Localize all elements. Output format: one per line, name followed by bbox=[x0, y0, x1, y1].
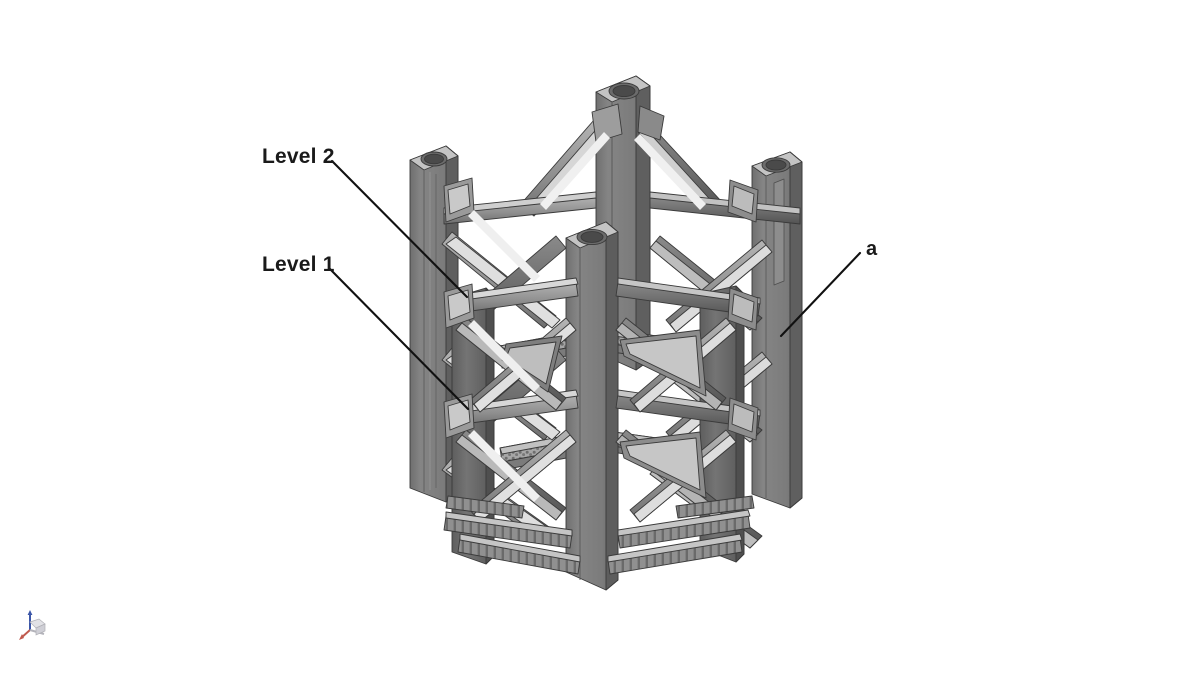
tower-geometry bbox=[409, 75, 803, 591]
coordinate-axis-triad bbox=[19, 610, 46, 640]
node-gussets bbox=[501, 329, 707, 499]
base-ring-beams bbox=[443, 495, 755, 575]
leg-back-right bbox=[751, 151, 803, 509]
tension-rods bbox=[468, 132, 706, 502]
leader-line-level-1 bbox=[327, 266, 470, 411]
axis-x-arrow bbox=[19, 634, 24, 640]
annotation-label-level-2: Level 2 bbox=[262, 145, 335, 168]
annotation-leaders bbox=[327, 159, 862, 411]
axis-origin-block-side bbox=[35, 623, 46, 636]
annotation-label-level-1: Level 1 bbox=[262, 253, 335, 276]
leader-line-a bbox=[779, 251, 862, 338]
axis-z-arrow bbox=[27, 610, 33, 615]
annotation-label-a: a bbox=[866, 238, 878, 260]
leg-front-center bbox=[565, 221, 619, 591]
leader-line-level-2 bbox=[330, 159, 469, 299]
brace-group-back-upper bbox=[519, 103, 723, 217]
ring-brace-front-level-4 bbox=[447, 277, 761, 317]
